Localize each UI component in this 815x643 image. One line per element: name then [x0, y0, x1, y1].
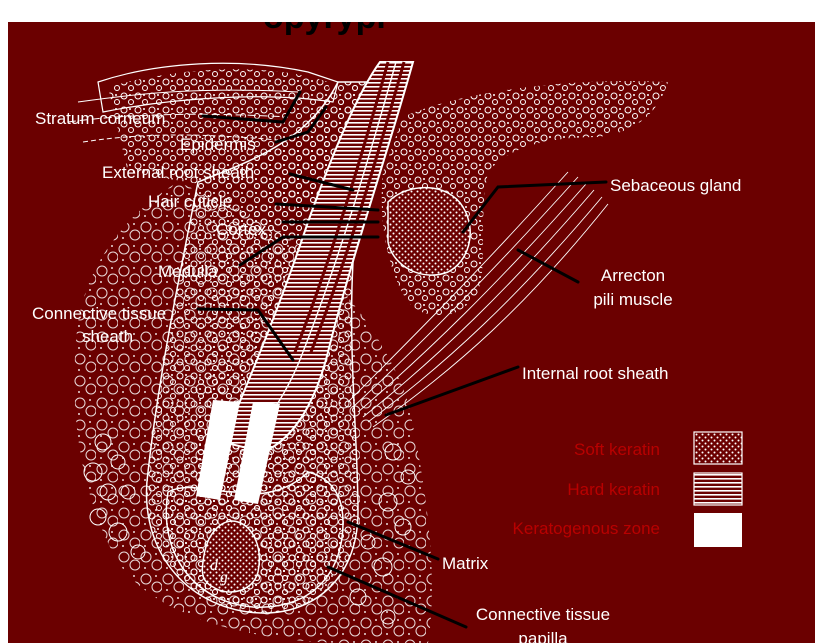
- label-connective-tissue-papilla-line2: papilla: [463, 629, 623, 643]
- legend-label-keratogenous-zone: Keratogenous zone: [428, 519, 660, 539]
- legend-swatch-soft-keratin: [694, 432, 742, 464]
- label-sebaceous-gland: Sebaceous gland: [610, 176, 741, 196]
- label-stratum-corneum: Stratum corneum: [35, 109, 165, 129]
- leader-arrector: [518, 250, 578, 282]
- label-connective-tissue-papilla-line1: Connective tissue: [463, 605, 623, 625]
- legend-swatch-keratogenous-zone: [694, 513, 742, 547]
- papilla-glyph: d: [210, 557, 219, 574]
- label-medulla: Medulla: [158, 262, 218, 282]
- sebaceous-gland-shape: [388, 188, 470, 276]
- label-connective-tissue-sheath-line1: Connective tissue: [32, 304, 166, 324]
- label-arrector-pili-line2: pili muscle: [568, 290, 698, 310]
- label-matrix: Matrix: [442, 554, 488, 574]
- leader-internal-root-sheath: [386, 367, 518, 415]
- label-external-root-sheath: External root sheath: [102, 163, 254, 183]
- label-internal-root-sheath: Internal root sheath: [522, 364, 668, 384]
- legend-swatch-hard-keratin: [694, 473, 742, 505]
- label-connective-tissue-sheath-line2: sheath: [82, 327, 133, 347]
- label-epidermis: Epidermis: [180, 135, 256, 155]
- label-cortex: Cortex: [216, 220, 266, 240]
- papilla-glyph-2: ɡ: [220, 569, 228, 586]
- legend-label-soft-keratin: Soft keratin: [478, 440, 660, 460]
- label-arrector-pili-line1: Arrecton: [588, 266, 678, 286]
- label-hair-cuticle: Hair cuticle: [148, 192, 232, 212]
- legend-label-hard-keratin: Hard keratin: [478, 480, 660, 500]
- hair-follicle-diagram: opyrypi: [8, 22, 815, 643]
